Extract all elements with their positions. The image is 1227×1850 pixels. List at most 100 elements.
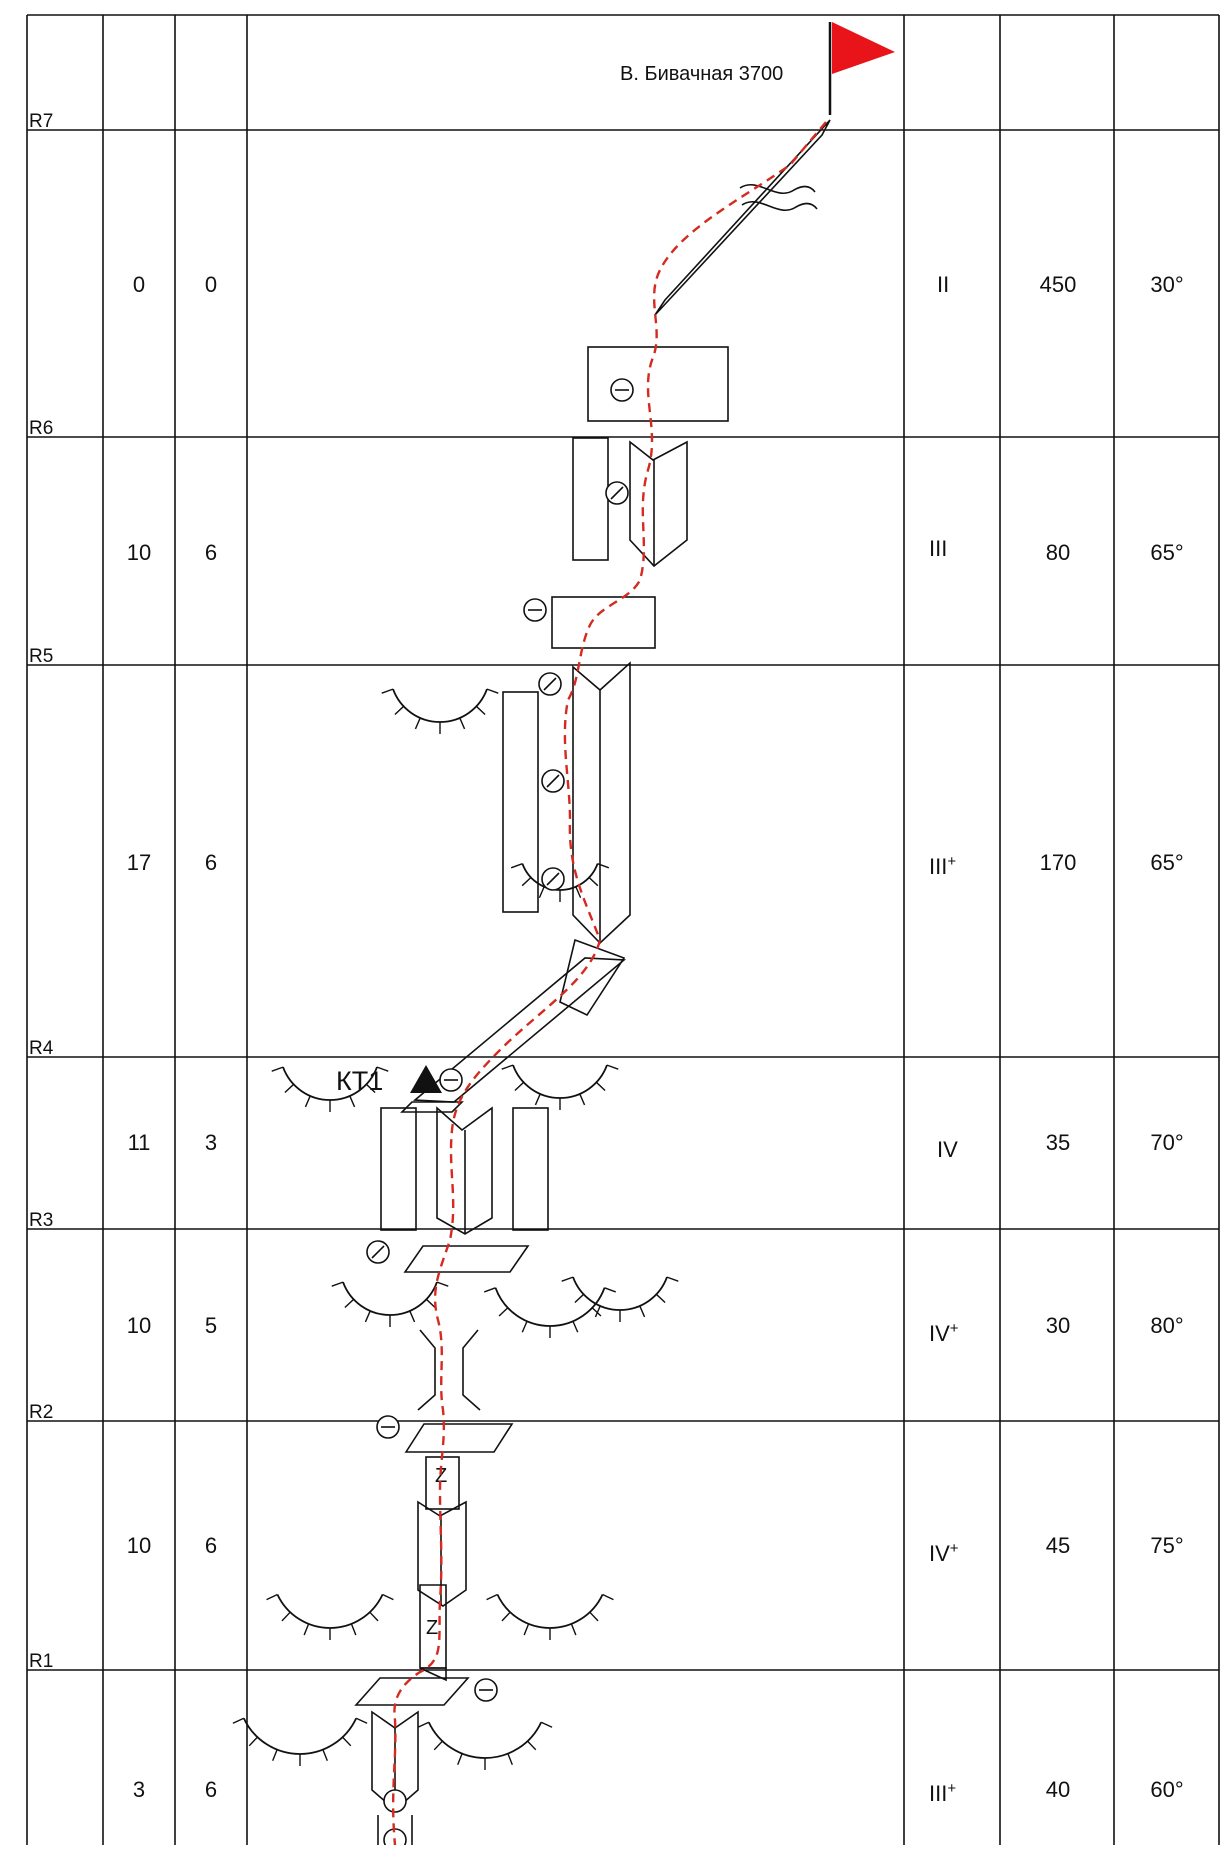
rope-label-r2: R2 — [29, 1402, 53, 1423]
rope-label-r4: R4 — [29, 1038, 54, 1059]
cell-angle: 75° — [1150, 1533, 1183, 1558]
grass-tick — [574, 1293, 585, 1304]
grass-tick — [534, 1093, 541, 1106]
grass-tick — [459, 717, 466, 730]
table-grid — [26, 14, 1220, 1845]
grass-tick — [483, 1287, 496, 1293]
grass-tick — [331, 1281, 344, 1287]
cell-length: 45 — [1046, 1533, 1070, 1558]
zigzag-symbol: Z — [435, 1465, 447, 1487]
grass-tick — [570, 1623, 577, 1636]
grass-tick — [595, 1081, 606, 1092]
grass-tick — [433, 1740, 443, 1751]
inner-corner-icon — [572, 661, 631, 945]
rock-wall — [380, 1107, 417, 1231]
cornice-icon — [739, 183, 816, 195]
cell-col1: 10 — [127, 540, 151, 565]
cell-col2: 6 — [205, 1777, 217, 1802]
grass-tick — [344, 1298, 355, 1309]
ring-icon — [383, 1789, 407, 1813]
cell-angle: 30° — [1150, 272, 1183, 297]
grass-tick — [376, 1066, 389, 1072]
grass-arc — [427, 1721, 543, 1759]
grass-tick — [271, 1066, 284, 1072]
grass-tick — [365, 1083, 376, 1094]
point-mark — [371, 1245, 385, 1259]
grass-tick — [322, 1749, 328, 1762]
cell-angle: 70° — [1150, 1130, 1183, 1155]
ledge-icon — [404, 1423, 514, 1453]
grass-tick — [457, 1753, 463, 1766]
rope-label-r1: R1 — [29, 1651, 53, 1672]
grass-tick — [655, 1293, 666, 1304]
grass-tick — [364, 1310, 371, 1323]
grass-arc — [276, 1594, 384, 1629]
grass-tick — [521, 876, 532, 887]
ledge-icon — [559, 938, 626, 1017]
cell-col2: 5 — [205, 1313, 217, 1338]
grass-tick — [606, 1064, 619, 1070]
cell-grade: II — [937, 272, 949, 297]
section-row-2: 17 6 III+ 170 65° — [127, 850, 1184, 879]
checkpoint-label: КТ1 — [336, 1066, 383, 1096]
grass-arcs — [232, 688, 679, 1770]
grass-tick — [436, 1281, 449, 1287]
grass-tick — [572, 1320, 579, 1333]
cell-length: 450 — [1040, 272, 1077, 297]
cell-col2: 0 — [205, 272, 217, 297]
rope-label-r7: R7 — [29, 111, 53, 132]
grass-tick — [639, 1305, 646, 1318]
grass-tick — [355, 1717, 368, 1724]
grass-tick — [514, 1081, 525, 1092]
grass-tick — [597, 863, 610, 869]
grass-tick — [589, 1611, 599, 1622]
zigzag-symbol: Z — [426, 1617, 438, 1639]
grass-tick — [594, 1305, 601, 1318]
cell-col2: 6 — [205, 1533, 217, 1558]
cell-length: 80 — [1046, 540, 1070, 565]
cell-col2: 6 — [205, 850, 217, 875]
grass-tick — [417, 1721, 430, 1728]
climbing-route-line — [391, 121, 827, 1846]
cell-angle: 80° — [1150, 1313, 1183, 1338]
grass-arc — [282, 1066, 378, 1101]
grass-tick — [510, 863, 523, 869]
grass-tick — [425, 1298, 436, 1309]
grass-tick — [540, 1721, 553, 1728]
grass-arc — [392, 688, 488, 723]
cell-length: 40 — [1046, 1777, 1070, 1802]
cell-length: 170 — [1040, 850, 1077, 875]
grass-tick — [369, 1611, 379, 1622]
cell-grade: III+ — [929, 853, 956, 880]
grass-arc — [572, 1276, 668, 1311]
cell-col1: 11 — [128, 1130, 151, 1155]
cell-col1: 0 — [133, 272, 145, 297]
grass-tick — [501, 1611, 511, 1622]
point-mark — [543, 677, 557, 691]
grass-tick — [498, 1307, 509, 1317]
grass-tick — [666, 1276, 679, 1282]
cell-length: 30 — [1046, 1313, 1070, 1338]
grass-tick — [281, 1611, 291, 1622]
cell-angle: 65° — [1150, 850, 1183, 875]
terrain-drawing — [354, 119, 831, 1845]
inner-corner-icon — [436, 1106, 493, 1235]
grass-tick — [579, 1093, 586, 1106]
ledge-icon — [403, 1245, 530, 1273]
grass-tick — [232, 1717, 245, 1724]
section-row-0: 0 0 II 450 30° — [133, 272, 1184, 297]
rope-label-r6: R6 — [29, 418, 53, 439]
rock-wall — [512, 1107, 549, 1231]
grass-tick — [604, 1287, 617, 1293]
grass-tick — [414, 717, 421, 730]
grass-arc — [496, 1594, 604, 1629]
cell-grade: IV+ — [929, 1540, 959, 1567]
inner-corner-icon — [417, 1500, 467, 1607]
grass-tick — [303, 1623, 310, 1636]
grass-tick — [602, 1593, 614, 1601]
grass-tick — [266, 1593, 278, 1601]
grass-tick — [486, 1593, 498, 1601]
section-row-1: 10 6 III 80 65° — [127, 536, 1184, 565]
rope-label-r3: R3 — [29, 1210, 53, 1231]
